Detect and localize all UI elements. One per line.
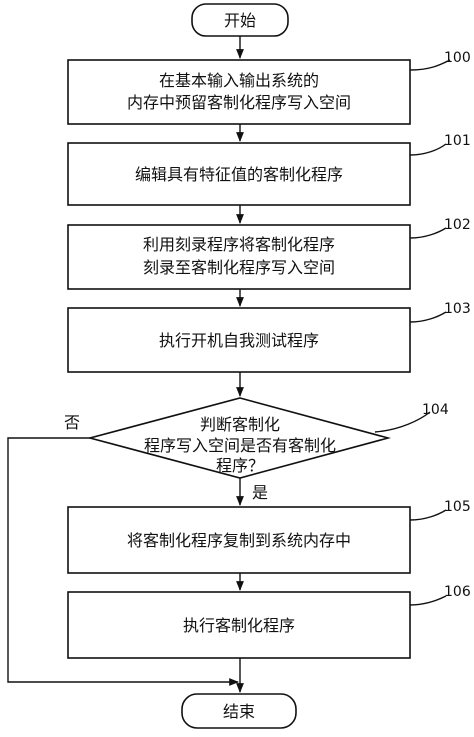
decision-104-line-2: 程序写入空间是否有客制化 bbox=[144, 436, 336, 455]
end-label: 结束 bbox=[223, 702, 255, 721]
start-label: 开始 bbox=[224, 11, 256, 30]
step-103-ref: 103 bbox=[444, 301, 471, 317]
step-103-line-1: 执行开机自我测试程序 bbox=[159, 331, 319, 350]
decision-104-line-1: 判断客制化 bbox=[200, 415, 280, 434]
step-101-leader bbox=[409, 143, 447, 156]
edge-104-no bbox=[7, 437, 239, 686]
step-106-leader bbox=[409, 595, 447, 606]
step-101-box bbox=[67, 142, 411, 206]
step-106-box bbox=[67, 591, 411, 659]
step-103-leader bbox=[409, 311, 447, 323]
step-100-ref: 100 bbox=[444, 50, 471, 66]
decision-no-label: 否 bbox=[64, 413, 80, 432]
decision-104-leader bbox=[374, 411, 431, 433]
step-102-line-2: 刻录至客制化程序写入空间 bbox=[143, 258, 335, 277]
step-102-box bbox=[67, 224, 411, 290]
end-terminal bbox=[181, 693, 297, 729]
step-102-line-1: 利用刻录程序将客制化程序 bbox=[143, 235, 335, 254]
step-100-line-2: 内存中预留客制化程序写入空间 bbox=[127, 93, 351, 112]
step-101-line-1: 编辑具有特征值的客制化程序 bbox=[135, 165, 343, 184]
decision-104-ref: 104 bbox=[422, 402, 449, 418]
step-100-leader bbox=[409, 59, 451, 71]
step-105-line-1: 将客制化程序复制到系统内存中 bbox=[127, 531, 351, 550]
step-105-ref: 105 bbox=[444, 499, 471, 515]
step-101-ref: 101 bbox=[444, 133, 471, 149]
step-105-leader bbox=[409, 509, 447, 521]
step-100-line-1: 在基本输入输出系统的 bbox=[159, 71, 319, 90]
step-102-leader bbox=[409, 227, 447, 239]
decision-yes-label: 是 bbox=[252, 483, 268, 502]
step-106-line-1: 执行客制化程序 bbox=[183, 616, 295, 635]
step-103-box bbox=[67, 307, 411, 373]
step-102-ref: 102 bbox=[444, 217, 471, 233]
step-100-box bbox=[67, 59, 411, 125]
step-105-box bbox=[67, 506, 411, 574]
decision-104-line-3: 程序？ bbox=[216, 456, 264, 475]
step-106-ref: 106 bbox=[444, 584, 471, 600]
